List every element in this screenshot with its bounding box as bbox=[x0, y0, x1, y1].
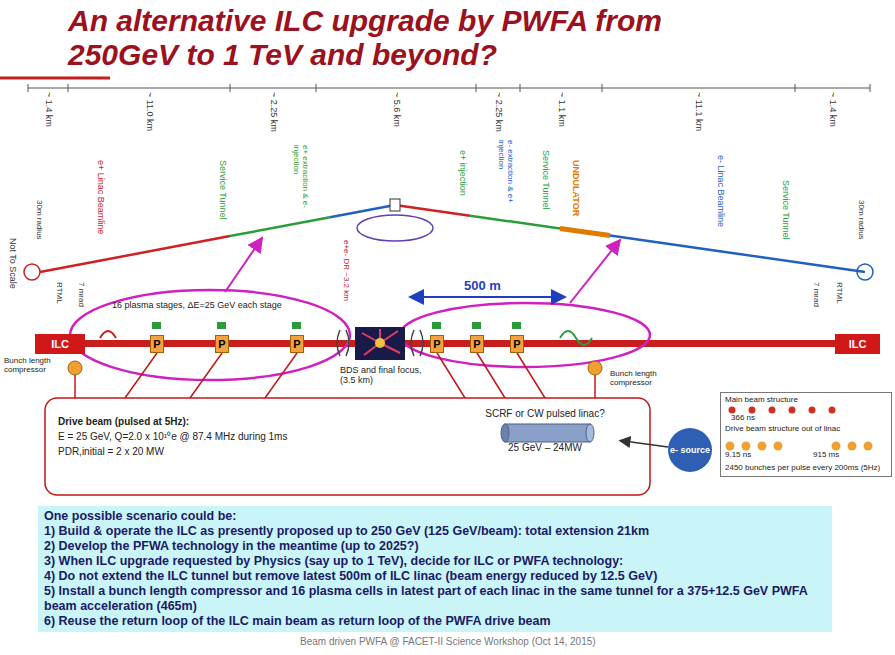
node-text: 2450 bunches per pulse every 200ms (5Hz) bbox=[725, 463, 887, 472]
text-label: PDR,initial = 2 x 20 MW bbox=[58, 446, 164, 457]
plasma-stage: P bbox=[430, 335, 444, 353]
text-label: Bunch length compressor bbox=[4, 357, 60, 375]
node-text: e- source bbox=[670, 445, 710, 455]
node-text: 4) Do not extend the ILC tunnel but remo… bbox=[44, 569, 826, 584]
node-text: P bbox=[473, 338, 480, 351]
node-text: 2) Develop the PFWA technology in the me… bbox=[44, 539, 826, 554]
text-label: Bunch length compressor bbox=[610, 370, 666, 388]
text-label: Beam driven PWFA @ FACET-II Science Work… bbox=[300, 636, 596, 647]
rotated-label: 7 mrad bbox=[811, 282, 820, 307]
node-text: 25 GeV – 24MW bbox=[472, 442, 618, 454]
node-text: P bbox=[293, 338, 300, 351]
rotated-label: RTML bbox=[834, 282, 843, 304]
node-text: ILC bbox=[849, 338, 867, 351]
text-label: 16 plasma stages, ΔE=25 GeV each stage bbox=[112, 301, 282, 311]
rotated-label: ~ 11.1 km bbox=[693, 92, 703, 131]
scenario-box: One possible scenario could be:1) Build … bbox=[38, 506, 832, 632]
rotated-label: 7 mrad bbox=[76, 282, 85, 307]
plasma-stage: P bbox=[470, 335, 484, 353]
rotated-label: ~ 1.4 km bbox=[827, 92, 837, 127]
rotated-label: Service Tunnel bbox=[217, 160, 227, 220]
drive-linac: SCRF or CW pulsed linac? 25 GeV – 24MW bbox=[470, 406, 620, 455]
node-text: 1) Build & operate the ILC as presently … bbox=[44, 524, 826, 539]
ilc-linac: ILC bbox=[835, 334, 880, 354]
connector bbox=[620, 441, 668, 447]
node-text: Drive beam structure out of linac bbox=[725, 424, 840, 433]
plasma-stage: P bbox=[215, 335, 229, 353]
node-text: P bbox=[218, 338, 225, 351]
beam-structure-box: Main beam structure 366 ns Drive beam stru… bbox=[720, 392, 892, 477]
rotated-label: ~ 1.4 km bbox=[43, 92, 53, 127]
node-text: 9.15 ns bbox=[725, 450, 751, 459]
ilc-layout bbox=[24, 199, 873, 280]
title-rule bbox=[0, 77, 110, 80]
rotated-label: ~ 2.25 km bbox=[268, 92, 278, 132]
node-text: SCRF or CW pulsed linac? bbox=[472, 408, 618, 420]
node-text: 6) Reuse the return loop of the ILC main… bbox=[44, 614, 826, 629]
rotated-label: e- extraction & e+ injection bbox=[496, 140, 514, 212]
text-label: Drive beam (pulsed at 5Hz): bbox=[58, 416, 189, 427]
rotated-label: ~ 11.0 km bbox=[144, 92, 154, 131]
rotated-label: e+e- DR ~3.2 km bbox=[341, 240, 350, 301]
ilc-linac: ILC bbox=[35, 334, 85, 354]
rotated-label: Not To Scale bbox=[7, 238, 17, 289]
rotated-label: e+ Linac Beamline bbox=[95, 160, 105, 234]
plasma-stage: P bbox=[150, 335, 164, 353]
rotated-label: ~ 5.6 km bbox=[391, 92, 401, 127]
plasma-stage: P bbox=[510, 335, 524, 353]
text-label: E = 25 GeV, Q=2.0 x 10¹⁰e @ 87.4 MHz dur… bbox=[58, 431, 287, 442]
rotated-label: ~ 1.1 km bbox=[556, 92, 566, 127]
node-text: One possible scenario could be: bbox=[44, 509, 826, 524]
node-text: P bbox=[433, 338, 440, 351]
rotated-label: e+ injection bbox=[457, 150, 467, 196]
node-text: 915 ms bbox=[813, 450, 839, 459]
dimension-line bbox=[28, 84, 870, 92]
node-text: P bbox=[513, 338, 520, 351]
rotated-label: ~ 2.25 km bbox=[493, 92, 503, 132]
node-text: Main beam structure bbox=[725, 395, 798, 404]
node-text: P bbox=[153, 338, 160, 351]
rotated-label: e+ extraction & e- injection bbox=[291, 145, 309, 217]
text-label: BDS and final focus, (3.5 km) bbox=[340, 366, 432, 386]
rotated-label: Service Tunnel bbox=[780, 180, 790, 240]
rotated-label: e- Linac Beamline bbox=[715, 155, 725, 227]
pwfa-beamline bbox=[45, 238, 835, 495]
electron-source: e- source bbox=[668, 428, 712, 472]
node-text: 5) Install a bunch length compressor and… bbox=[44, 584, 826, 614]
slide-title: An alternative ILC upgrade by PWFA from … bbox=[68, 4, 668, 72]
rotated-label: Service Tunnel bbox=[540, 150, 550, 210]
plasma-stage: P bbox=[290, 335, 304, 353]
rotated-label: RTML bbox=[54, 282, 63, 304]
node-text: 3) When ILC upgrade requested by Physics… bbox=[44, 554, 826, 569]
rotated-label: 30m radius bbox=[856, 200, 865, 240]
beam-structure-dots bbox=[726, 407, 873, 451]
node-text: ILC bbox=[51, 338, 69, 351]
rotated-label: UNDULATOR bbox=[570, 160, 580, 216]
rotated-label: 30m radius bbox=[34, 200, 43, 240]
text-label: 500 m bbox=[462, 279, 503, 293]
node-text: 366 ns bbox=[731, 413, 755, 422]
